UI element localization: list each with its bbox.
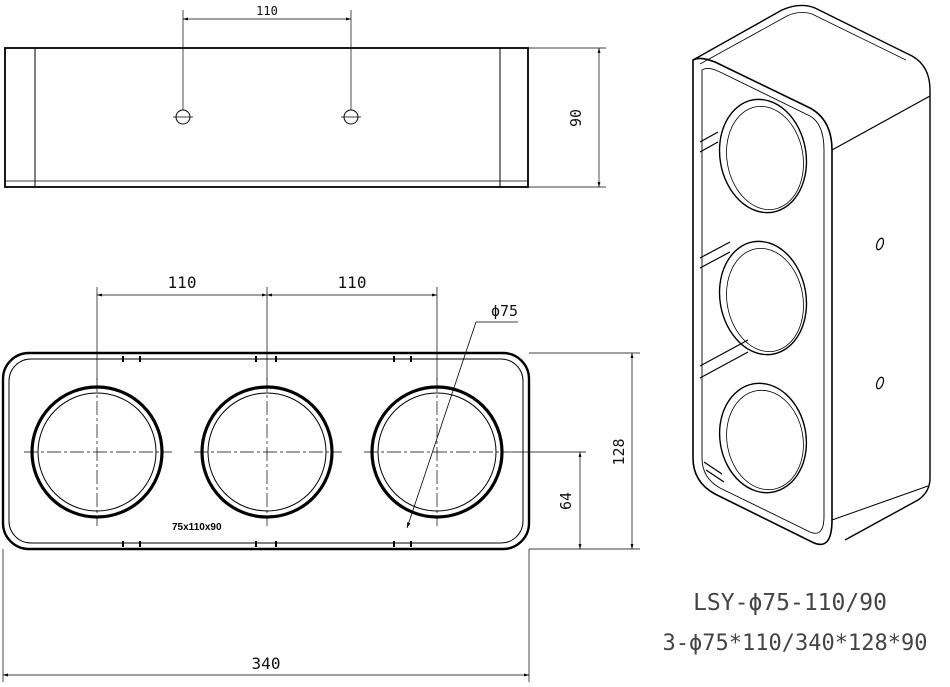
engraved-label: 75x110x90	[172, 522, 222, 533]
front-view-slot-ticks	[122, 356, 412, 547]
iso-slots	[699, 131, 749, 483]
front-view-outer-body	[1, 351, 531, 551]
diameter-leader-line	[406, 321, 477, 529]
front-view-inner-body	[8, 358, 524, 544]
isometric-view	[692, 4, 931, 546]
iso-bottom-face-edge	[831, 485, 929, 521]
diameter-label: ϕ75	[491, 302, 518, 320]
iso-top-inner-edge	[699, 12, 907, 65]
iso-opening-bottom	[718, 382, 808, 494]
model-spec: 3-ϕ75*110/340*128*90	[663, 631, 928, 656]
top-view-hole-right	[341, 109, 361, 125]
top-hole-spacing-label: 110	[256, 4, 278, 18]
front-half-height-label: 64	[557, 492, 575, 510]
iso-right-face	[844, 90, 931, 541]
top-view: 110 90	[4, 4, 606, 188]
front-view-centerlines	[24, 378, 512, 526]
top-view-hole-left	[173, 109, 193, 125]
iso-opening-top	[718, 98, 808, 214]
iso-opening-middle	[718, 240, 808, 356]
iso-top-face-edge	[831, 95, 931, 151]
iso-front-rim-outer	[692, 57, 833, 546]
iso-side-hole-lower	[875, 376, 885, 390]
top-height-label: 90	[567, 109, 585, 127]
iso-front-rim-inner	[701, 67, 825, 534]
top-view-body	[4, 47, 529, 188]
front-height-label: 128	[610, 438, 628, 465]
iso-side-hole-upper	[875, 237, 885, 251]
front-width-label: 340	[252, 654, 281, 673]
iso-back-top-edge	[692, 4, 931, 91]
front-spacing-right-label: 110	[338, 273, 367, 292]
front-view: 110 110 ϕ75 128 64 340 75x110x90	[1, 273, 640, 682]
front-spacing-left-label: 110	[168, 273, 197, 292]
model-title: LSY-ϕ75-110/90	[693, 590, 887, 616]
